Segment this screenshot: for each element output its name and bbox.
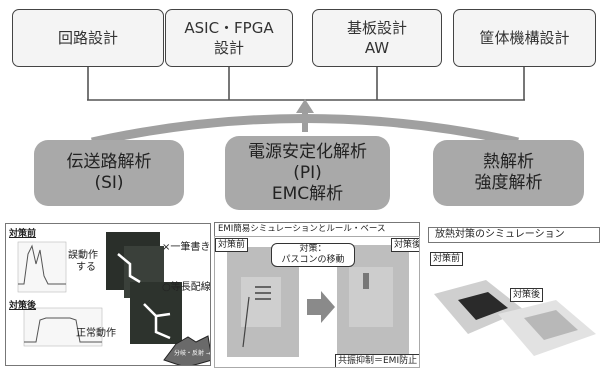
- bracket-lines: [87, 67, 525, 101]
- analysis-label: (SI): [94, 173, 124, 193]
- si-malfunction-label: 誤動作 する: [68, 250, 98, 274]
- top-box-asic-fpga: ASIC・FPGA 設計: [165, 9, 293, 67]
- si-burst-text: 分岐・反射 → 多重反射: [174, 350, 211, 357]
- top-box-label: 筐体機構設計: [479, 29, 570, 47]
- analysis-label: 電源安定化解析: [248, 141, 367, 162]
- si-before-label: 対策前: [9, 229, 37, 239]
- top-box-board-design: 基板設計 AW: [312, 9, 442, 67]
- emc-before-label: 対策前: [215, 238, 249, 252]
- top-box-label: 設計: [213, 39, 244, 57]
- analysis-box-si: 伝送路解析 (SI): [34, 140, 184, 206]
- si-illustration: [17, 232, 210, 365]
- si-example-panel: 対策前 誤動作 する ×一筆書き ○等長配線 対策後 正常動作 分岐・反射 → …: [5, 223, 211, 366]
- top-box-label: ASIC・FPGA: [184, 19, 274, 37]
- thermal-illustration: [434, 280, 596, 356]
- burst-shape: [163, 335, 210, 365]
- feedback-arc: [91, 114, 519, 147]
- si-normal-label: 正常動作: [76, 328, 116, 339]
- analysis-box-pi-emc: 電源安定化解析 (PI) EMC解析: [225, 136, 390, 210]
- emc-callout-line: 対策：: [299, 244, 327, 254]
- top-box-label: 基板設計: [346, 19, 407, 37]
- emc-result-label: 共振抑制＝EMI防止: [335, 354, 419, 367]
- thermal-after-label: 対策後: [510, 288, 544, 302]
- si-after-label: 対策後: [9, 301, 37, 311]
- top-box-chassis-design: 筐体機構設計: [453, 9, 596, 67]
- emc-example-panel: 対策前 対策後 対策： パスコンの移動 共振抑制＝EMI防止: [214, 236, 420, 368]
- analysis-box-thermal: 熱解析 強度解析: [433, 140, 584, 206]
- analysis-label: 伝送路解析: [66, 152, 152, 172]
- emc-callout: 対策： パスコンの移動: [271, 243, 355, 267]
- thermal-panel-title: 放熱対策のシミュレーション: [428, 227, 600, 243]
- emc-illustration: [227, 245, 409, 357]
- analysis-label: EMC解析: [271, 183, 344, 204]
- top-box-label: AW: [364, 39, 390, 57]
- si-equal-length-label: ○等長配線: [162, 282, 211, 293]
- emc-after-label: 対策後: [391, 238, 419, 252]
- si-malfunction-line: 誤動作: [68, 250, 98, 261]
- si-single-stroke-label: ×一筆書き: [162, 242, 211, 253]
- analysis-label: (PI): [293, 162, 322, 183]
- emc-panel-title: EMI簡易シミュレーションとルール・ベース: [214, 222, 420, 237]
- si-malfunction-line: する: [76, 262, 96, 273]
- analysis-label: 強度解析: [474, 173, 543, 193]
- top-box-label: 回路設計: [57, 29, 118, 47]
- analysis-label: 熱解析: [483, 152, 534, 172]
- thermal-example-area: 対策前 対策後: [428, 244, 600, 368]
- right-arrow: [307, 291, 335, 323]
- emc-callout-line: パスコンの移動: [281, 255, 345, 265]
- top-box-circuit-design: 回路設計: [12, 9, 164, 67]
- thermal-before-label: 対策前: [430, 252, 464, 266]
